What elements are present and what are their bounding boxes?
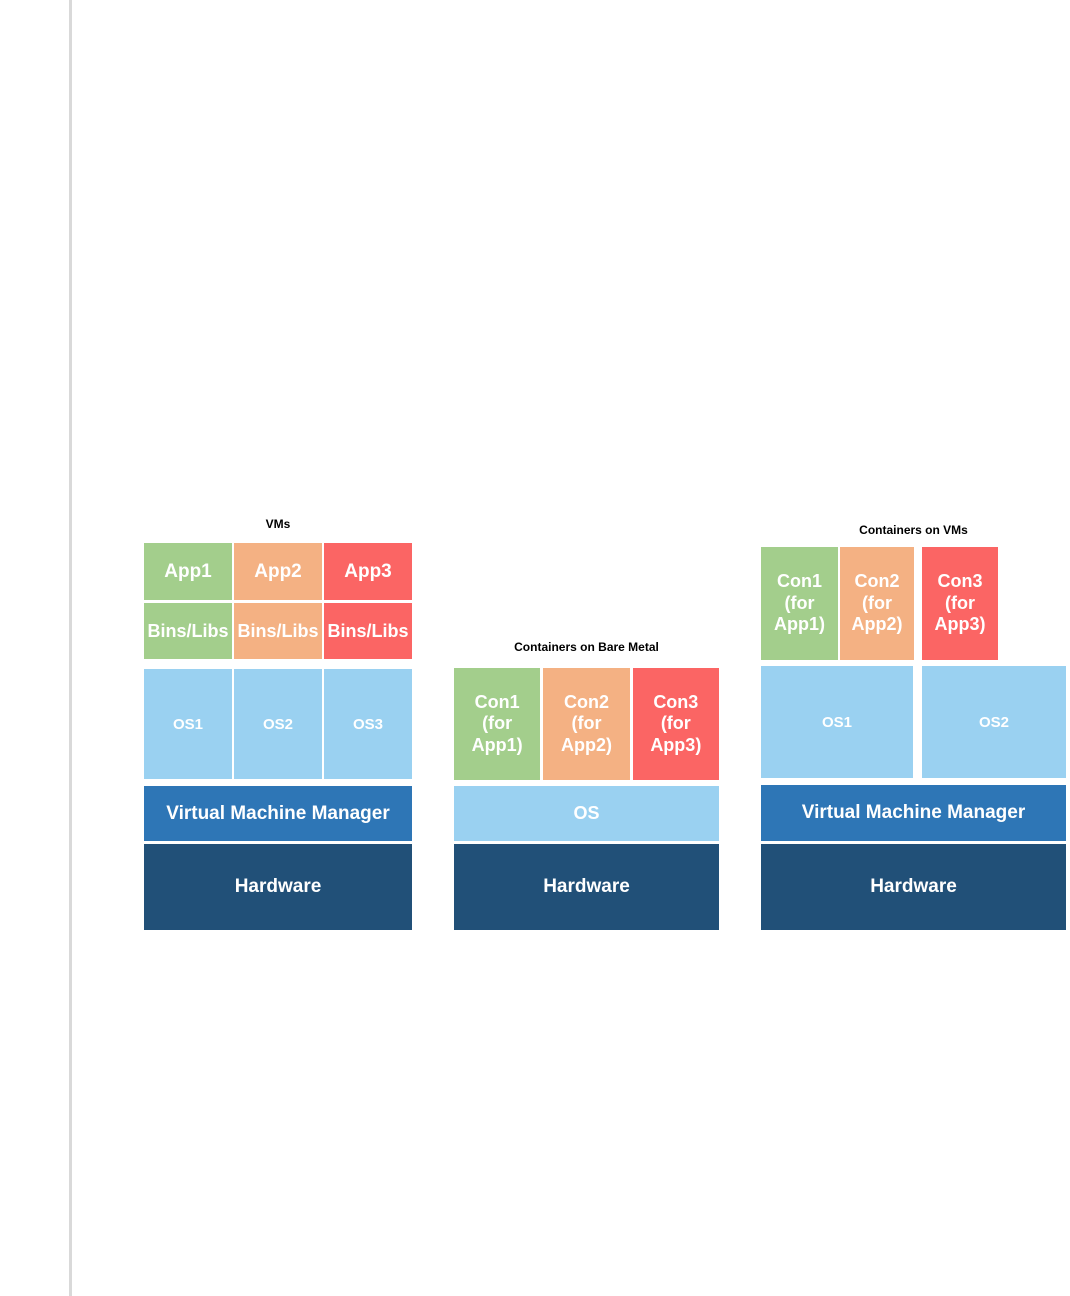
containers-on-vms-title: Containers on VMs — [859, 523, 968, 537]
cov-hardware-block: Hardware — [761, 844, 1066, 930]
vms-os1-block: OS1 — [144, 669, 232, 779]
cov-vmm-block: Virtual Machine Manager — [761, 785, 1066, 841]
bare-metal-con1-block: Con1 (for App1) — [454, 668, 541, 780]
cov-con1-block: Con1 (for App1) — [761, 547, 838, 660]
bare-metal-hardware-block: Hardware — [454, 844, 719, 930]
bare-metal-containers-row: Con1 (for App1) Con2 (for App2) Con3 (fo… — [454, 668, 719, 780]
cov-con2-block: Con2 (for App2) — [840, 547, 914, 660]
bare-metal-con2-block: Con2 (for App2) — [543, 668, 630, 780]
left-divider-line — [69, 0, 72, 1296]
vms-os-row: OS1 OS2 OS3 — [144, 669, 412, 779]
vms-title: VMs — [265, 517, 291, 531]
bare-metal-con3-block: Con3 (for App3) — [632, 668, 719, 780]
vms-hardware-block: Hardware — [144, 844, 412, 930]
vms-bins2-block: Bins/Libs — [234, 603, 322, 659]
vms-bins3-block: Bins/Libs — [324, 603, 412, 659]
cov-os1-block: OS1 — [761, 666, 913, 778]
vms-app3-block: App3 — [324, 543, 412, 600]
bare-metal-column: Containers on Bare Metal Con1 (for App1)… — [454, 640, 719, 930]
cov-con3-block: Con3 (for App3) — [922, 547, 998, 660]
vms-app1-block: App1 — [144, 543, 232, 600]
vms-bins-row: Bins/Libs Bins/Libs Bins/Libs — [144, 603, 412, 659]
cov-os2-block: OS2 — [922, 666, 1066, 778]
vms-app2-block: App2 — [234, 543, 322, 600]
vms-os3-block: OS3 — [324, 669, 412, 779]
vms-column: VMs App1 App2 App3 Bins/Libs Bins/Libs B… — [144, 517, 412, 930]
vms-vmm-block: Virtual Machine Manager — [144, 786, 412, 841]
vms-bins1-block: Bins/Libs — [144, 603, 232, 659]
vms-apps-row: App1 App2 App3 — [144, 543, 412, 600]
vms-os2-block: OS2 — [234, 669, 322, 779]
bare-metal-os-block: OS — [454, 786, 719, 841]
bare-metal-title: Containers on Bare Metal — [514, 640, 659, 654]
containers-on-vms-column: Containers on VMs Con1 (for App1) Con2 (… — [761, 523, 1066, 930]
